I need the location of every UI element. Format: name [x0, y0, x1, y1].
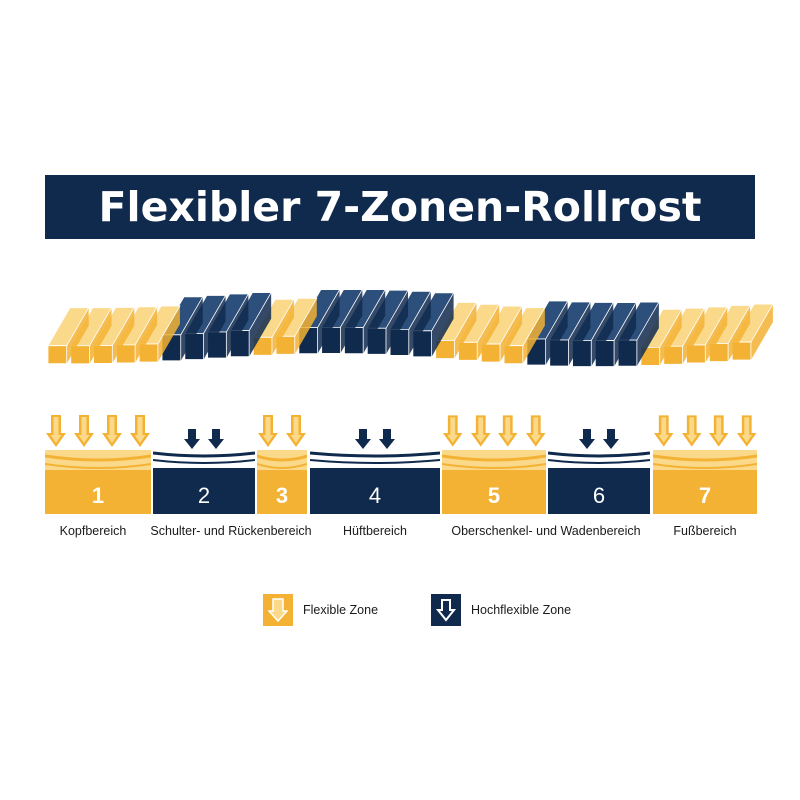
zone-compression-wave — [45, 450, 151, 478]
hochflexible-arrow-icon — [355, 429, 371, 449]
zone-4: 4 — [310, 414, 440, 514]
hochflexible-arrow-icon — [379, 429, 395, 449]
zone-compression-wave — [548, 451, 650, 478]
flexible-arrow-icon — [497, 415, 518, 447]
slat — [47, 307, 90, 365]
zone-arrows — [653, 414, 757, 450]
flexible-arrow-icon — [442, 415, 463, 447]
label-oberschenkel-waden: Oberschenkel- und Wadenbereich — [451, 524, 641, 538]
zone-number: 7 — [653, 478, 757, 514]
zone-number: 4 — [310, 478, 440, 514]
zone-2: 2 — [153, 414, 255, 514]
zone-arrows — [548, 414, 650, 450]
legend-hochflexible: Hochflexible Zone — [431, 594, 571, 626]
zone-number: 6 — [548, 478, 650, 514]
flexible-arrow-icon — [708, 415, 729, 447]
roll-slats — [47, 290, 774, 367]
zone-arrows — [153, 414, 255, 450]
legend-flexible: Flexible Zone — [263, 594, 378, 626]
flexible-arrow-icon — [736, 415, 757, 447]
hochflexible-arrow-icon — [603, 429, 619, 449]
zone-arrows — [257, 414, 307, 450]
label-fussbereich: Fußbereich — [673, 524, 737, 538]
flexible-arrow-icon — [470, 415, 491, 447]
hochflexible-arrow-icon — [208, 429, 224, 449]
legend-flexible-label: Flexible Zone — [303, 603, 379, 617]
zone-compression-wave — [653, 450, 757, 478]
label-hueftbereich: Hüftbereich — [343, 524, 407, 538]
flexible-arrow-icon — [286, 415, 306, 447]
zone-arrows — [310, 414, 440, 450]
zone-number: 3 — [257, 478, 307, 514]
flexible-arrow-icon — [653, 415, 674, 447]
page-title: Flexibler 7-Zonen-Rollrost — [45, 175, 755, 239]
zone-number: 2 — [153, 478, 255, 514]
flexible-arrow-icon — [263, 594, 293, 626]
flexible-arrow-icon — [74, 415, 94, 447]
legend-hochflexible-label: Hochflexible Zone — [471, 603, 572, 617]
zone-arrows — [442, 414, 546, 450]
zone-5: 5 — [442, 414, 546, 514]
flexible-arrow-icon — [258, 415, 278, 447]
hochflexible-arrow-icon — [431, 594, 461, 626]
zone-7: 7 — [653, 414, 757, 514]
zone-compression-wave — [442, 450, 546, 478]
label-schulter-ruecken: Schulter- und Rückenbereich — [150, 524, 312, 538]
zone-1: 1 — [45, 414, 151, 514]
zone-number: 1 — [45, 478, 151, 514]
zone-number: 5 — [442, 478, 546, 514]
zone-compression-wave — [310, 451, 440, 478]
flexible-arrow-icon — [130, 415, 150, 447]
flexible-arrow-icon — [681, 415, 702, 447]
zone-compression-wave — [257, 450, 307, 478]
label-kopfbereich: Kopfbereich — [59, 524, 127, 538]
flexible-arrow-icon — [525, 415, 546, 447]
hochflexible-arrow-icon — [184, 429, 200, 449]
zone-compression-wave — [153, 451, 255, 478]
hochflexible-arrow-icon — [579, 429, 595, 449]
zone-3: 3 — [257, 414, 307, 514]
flexible-arrow-icon — [46, 415, 66, 447]
zone-6: 6 — [548, 414, 650, 514]
flexible-arrow-icon — [102, 415, 122, 447]
zone-arrows — [45, 414, 151, 450]
